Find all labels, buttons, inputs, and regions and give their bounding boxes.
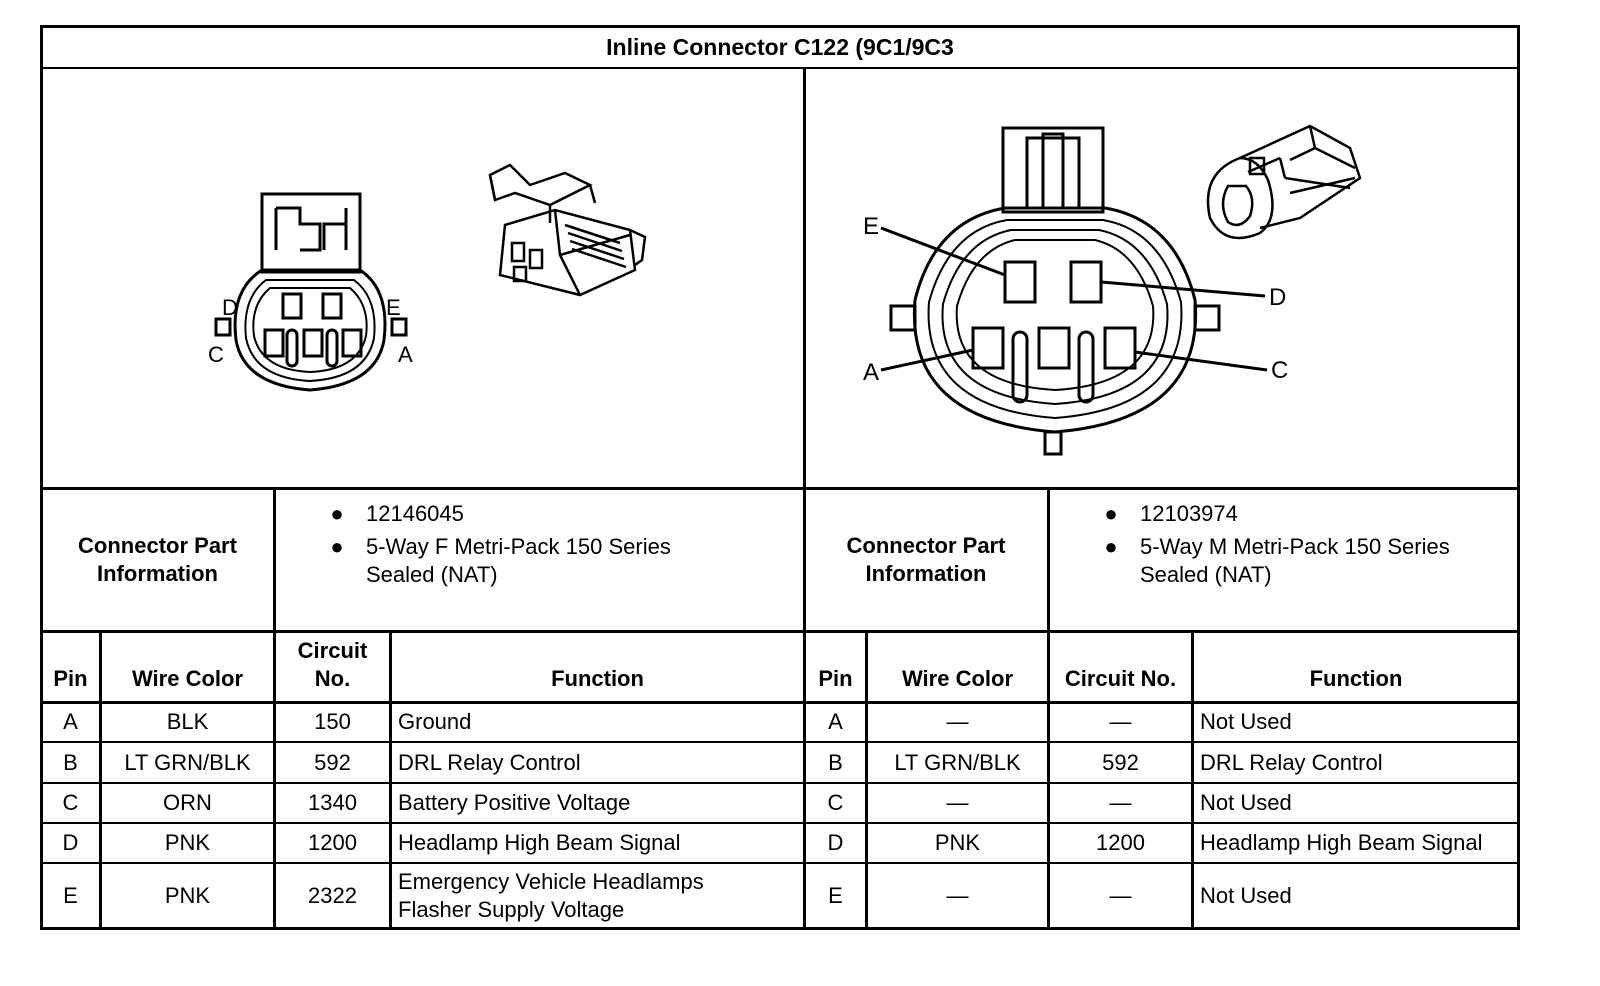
divider [40,822,1520,824]
connector-part-info-label: Connector Part Information [846,533,1006,586]
table-cell-wire-color: — [946,790,969,815]
table-cell-function: Not Used [1200,709,1292,734]
list-item: ● 12146045 [308,500,788,528]
table-cell-wire-color: PNK [934,830,981,855]
table-cell-pin: B [828,749,843,775]
divider [1047,489,1050,930]
table-cell-function: Battery Positive Voltage [398,790,631,815]
table-cell-wire-color: — [946,709,969,734]
column-header-wire-color: Wire Color [901,666,1014,691]
divider [389,632,392,930]
table-cell-function: DRL Relay Control [1200,749,1383,775]
connector-part-info-list: ● 12146045 ● 5-Way F Metri-Pack 150 Seri… [308,500,788,594]
table-cell-pin: D [827,830,844,855]
part-number: 12103974 [1140,501,1238,526]
column-header-circuit: Circuit No. [297,638,368,691]
bullet-icon: ● [1104,534,1118,559]
connector-part-info-list: ● 12103974 ● 5-Way M Metri-Pack 150 Seri… [1082,500,1512,594]
page-title: Inline Connector C122 (9C1/9C3 [606,33,954,60]
column-header-wire-color: Wire Color [131,666,244,691]
table-cell-pin: A [828,709,843,734]
column-header-function: Function [551,666,644,691]
list-item: ● 5-Way M Metri-Pack 150 Series Sealed (… [1082,533,1512,589]
table-cell-pin: E [828,883,843,908]
list-item: ● 12103974 [1082,500,1512,528]
pin-label-c: C [1271,357,1288,384]
table-cell-pin: B [63,749,78,775]
table-cell-pin: A [63,709,78,734]
list-item: ● 5-Way F Metri-Pack 150 Series Sealed (… [308,533,788,589]
table-cell-pin: E [63,883,78,908]
table-cell-wire-color: LT GRN/BLK [124,749,251,775]
divider [1191,632,1194,930]
male-connector-face-diagram: E D A C [855,120,1295,465]
bullet-icon: ● [330,501,344,526]
table-cell-circuit: — [1109,883,1132,908]
table-cell-circuit: — [1109,790,1132,815]
divider [40,782,1520,784]
table-cell-function: Headlamp High Beam Signal [1200,830,1483,855]
female-connector-isometric-diagram [470,155,660,315]
divider [40,630,1520,633]
divider [865,632,868,930]
female-connector-face-diagram: D E C A [200,180,430,405]
table-cell-function: DRL Relay Control [398,749,581,775]
table-cell-circuit: 1340 [308,790,357,815]
table-cell-pin: D [62,830,79,855]
table-cell-function: Headlamp High Beam Signal [398,830,681,855]
column-header-function: Function [1309,666,1403,691]
pin-label-d: D [222,295,238,320]
part-description: 5-Way M Metri-Pack 150 Series Sealed (NA… [1140,534,1450,587]
connector-part-info-label: Connector Part Information [78,533,237,586]
table-cell-circuit: 2322 [308,883,357,908]
table-cell-wire-color: ORN [163,790,212,815]
part-description: 5-Way F Metri-Pack 150 Series Sealed (NA… [366,534,671,587]
pin-label-e: E [386,295,401,320]
bullet-icon: ● [1104,501,1118,526]
column-header-pin: Pin [53,666,88,691]
divider [40,487,1520,490]
divider [40,862,1520,864]
pin-label-a: A [863,359,879,386]
pin-label-e: E [863,213,879,240]
table-cell-wire-color: BLK [166,709,209,734]
table-cell-pin: C [827,790,844,815]
column-header-circuit: Circuit No. [1064,666,1177,691]
divider [99,632,102,930]
table-cell-function: Emergency Vehicle Headlamps Flasher Supp… [398,869,704,922]
divider [40,741,1520,743]
pin-label-c: C [208,342,224,367]
column-header-pin: Pin [818,666,853,691]
table-cell-function: Not Used [1200,883,1292,908]
part-number: 12146045 [366,501,464,526]
connector-sheet-frame [40,25,1520,930]
table-cell-wire-color: PNK [164,883,211,908]
table-cell-circuit: 150 [314,709,351,734]
divider [40,701,1520,704]
table-cell-wire-color: PNK [164,830,211,855]
table-cell-circuit: 1200 [1096,830,1145,855]
table-cell-circuit: 592 [314,749,351,775]
divider [803,68,806,930]
table-cell-function: Ground [398,709,472,734]
table-cell-circuit: 592 [1102,749,1139,775]
table-cell-circuit: 1200 [308,830,357,855]
table-cell-circuit: — [1109,709,1132,734]
male-connector-isometric-diagram [1190,118,1375,258]
bullet-icon: ● [330,534,344,559]
table-cell-wire-color: LT GRN/BLK [894,749,1021,775]
table-cell-function: Not Used [1200,790,1292,815]
table-cell-pin: C [62,790,79,815]
pin-label-a: A [398,342,413,367]
divider [273,489,276,930]
pin-label-d: D [1269,284,1286,311]
table-cell-wire-color: — [946,883,969,908]
divider [40,67,1520,69]
